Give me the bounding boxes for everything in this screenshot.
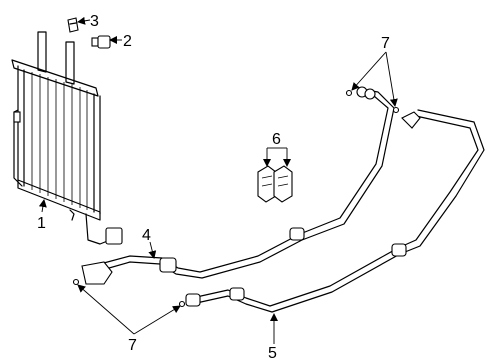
clip [67, 17, 79, 33]
callout-1: 1 [37, 215, 46, 232]
callout-5: 5 [268, 345, 277, 360]
callout-7-bottom: 7 [128, 337, 137, 354]
callout-7-top: 7 [381, 35, 390, 52]
hose-clamps [257, 165, 293, 203]
callout-6: 6 [272, 131, 281, 148]
callout-4: 4 [142, 227, 151, 244]
cooler-line-4 [81, 86, 395, 285]
leader-lines [38, 16, 398, 344]
cooler-line-5 [185, 109, 485, 313]
callout-labels: 1 2 3 4 5 6 7 7 [37, 13, 390, 360]
callout-2: 2 [123, 33, 132, 50]
o-rings [72, 89, 400, 308]
oil-cooler [11, 31, 123, 245]
bolt [91, 35, 111, 49]
callout-3: 3 [90, 13, 99, 30]
